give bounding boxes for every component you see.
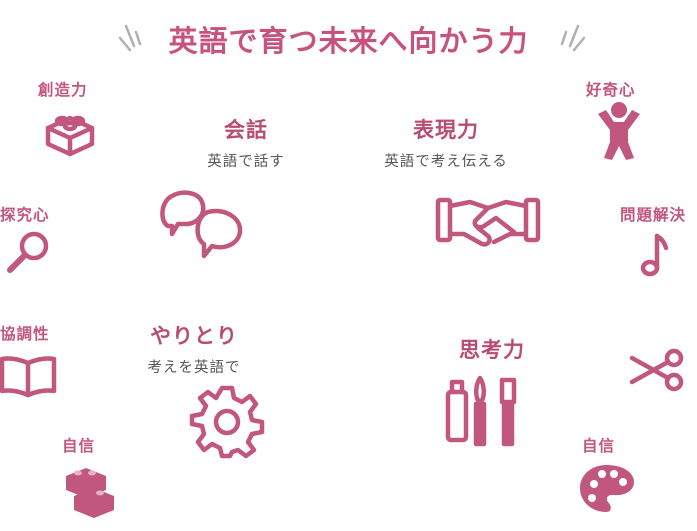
label-problem-solving: 問題解決 (620, 206, 687, 224)
heading-interaction: やりとり (150, 324, 238, 348)
subtitle-expression: 英語で考え伝える (384, 154, 508, 170)
handshake-icon (435, 197, 541, 247)
open-book-icon (0, 356, 57, 398)
music-note-icon (640, 233, 669, 277)
paint-tools-icon (445, 375, 517, 447)
subtitle-interaction: 考えを英語で (147, 360, 241, 376)
gear-icon (189, 385, 265, 459)
speech-bubbles-icon (160, 190, 243, 259)
page-title: 英語で育つ未来へ向かう力 (168, 24, 529, 58)
happy-person-icon (598, 102, 640, 160)
label-inquiry: 探究心 (0, 206, 50, 224)
heading-conversation: 会話 (224, 118, 268, 142)
label-creativity: 創造力 (38, 81, 88, 99)
label-curiosity: 好奇心 (586, 81, 636, 99)
sparkle-right-icon (560, 24, 586, 52)
label-confidence-left: 自信 (62, 437, 96, 455)
label-cooperation: 協調性 (0, 325, 50, 343)
building-block-icon (45, 115, 95, 157)
heading-expression: 表現力 (413, 118, 479, 142)
subtitle-conversation: 英語で話す (207, 154, 285, 170)
magnifier-icon (7, 231, 49, 273)
scissors-icon (629, 348, 684, 392)
stacked-blocks-icon (66, 468, 114, 518)
sparkle-left-icon (118, 24, 142, 52)
palette-icon (580, 465, 634, 512)
heading-thinking: 思考力 (459, 338, 525, 362)
label-confidence-right: 自信 (582, 437, 616, 455)
